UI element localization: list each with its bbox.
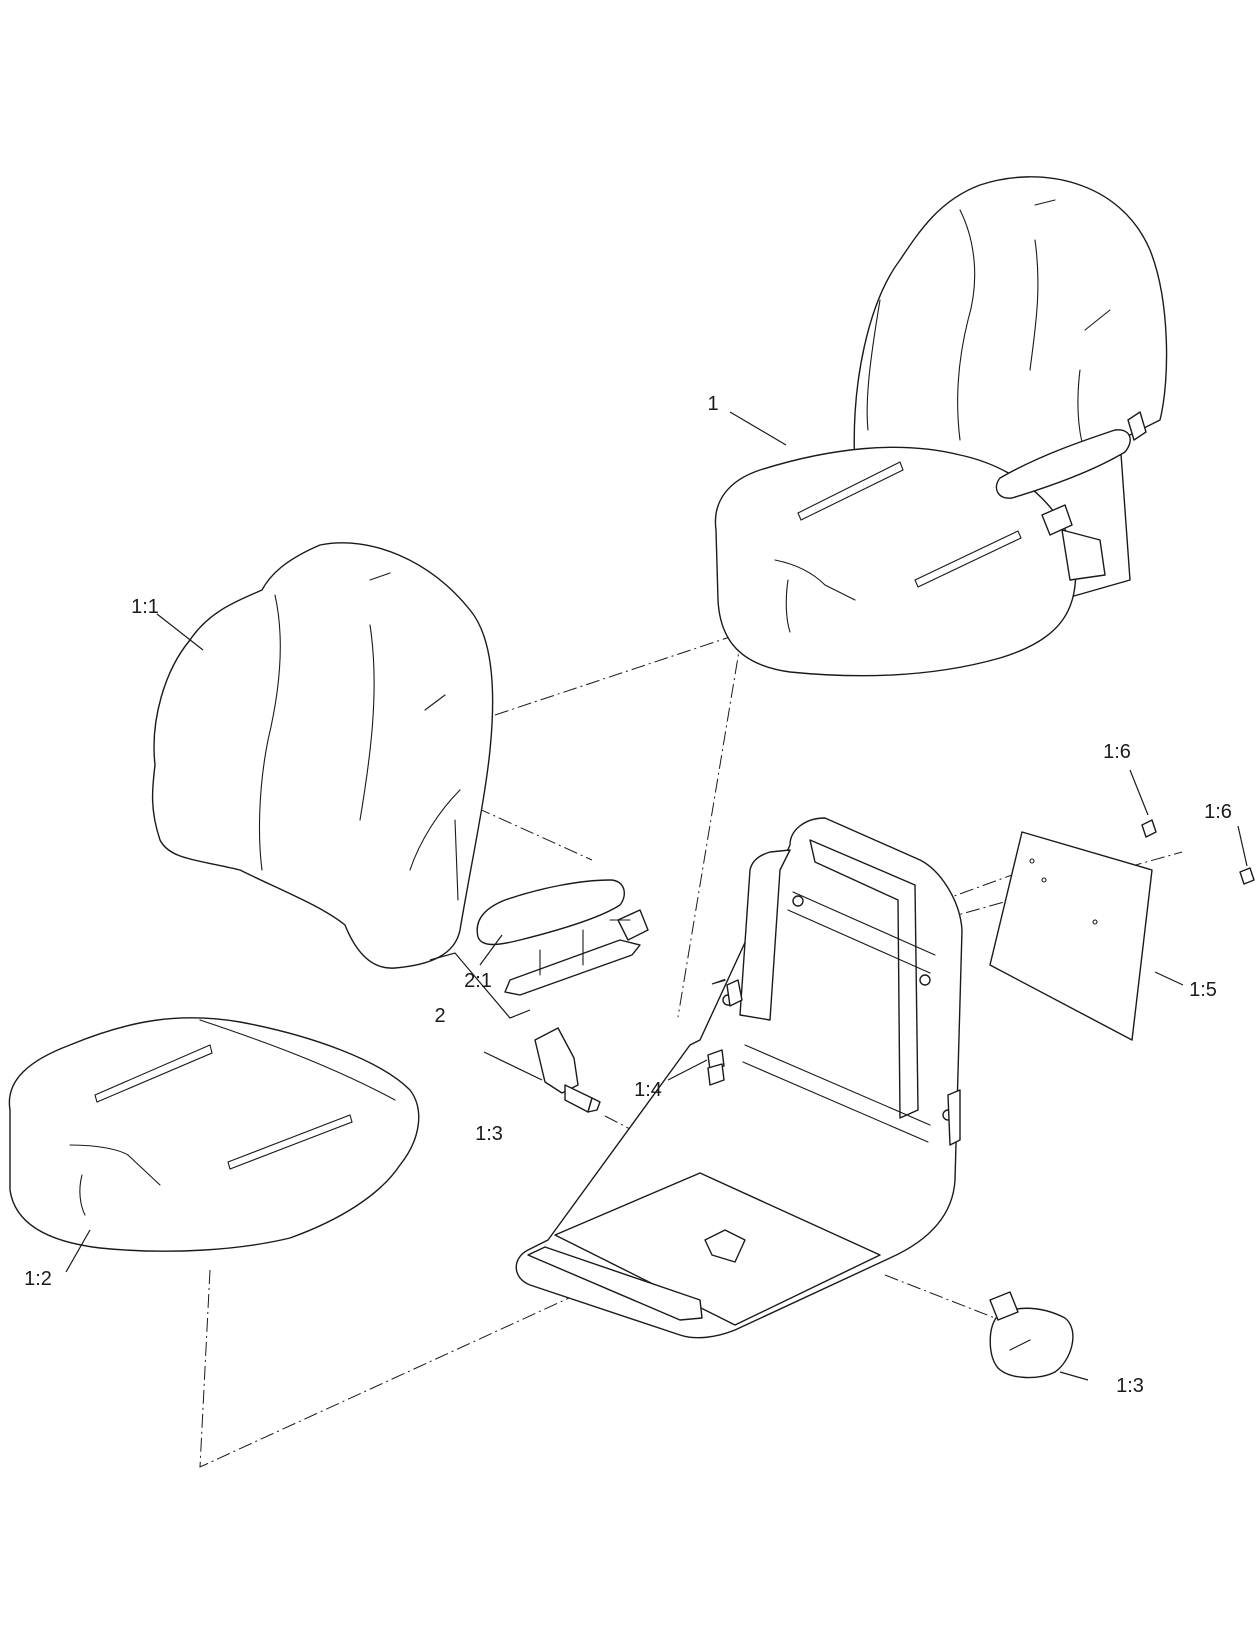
seat-switch bbox=[707, 1049, 725, 1086]
callout-1-4: 1:4 bbox=[634, 1079, 662, 1101]
seat-belt-buckle bbox=[534, 1027, 601, 1113]
seat-back-cushion bbox=[151, 542, 494, 969]
callout-1-2: 1:2 bbox=[24, 1268, 52, 1290]
callout-1-5: 1:5 bbox=[1189, 979, 1217, 1001]
fasteners bbox=[1141, 819, 1255, 885]
seat-bottom-cushion bbox=[8, 1017, 420, 1252]
back-plate bbox=[989, 831, 1153, 1041]
callout-2: 2 bbox=[434, 1005, 445, 1027]
callout-1-6-right: 1:6 bbox=[1204, 801, 1232, 823]
callout-1-6-upper: 1:6 bbox=[1103, 741, 1131, 763]
seat-frame bbox=[515, 817, 963, 1339]
callout-1-3-retractor: 1:3 bbox=[1116, 1375, 1144, 1397]
armrest bbox=[476, 879, 649, 996]
callout-1-3-buckle: 1:3 bbox=[475, 1123, 503, 1145]
seat-belt-retractor bbox=[989, 1291, 1074, 1379]
assembled-seat bbox=[714, 176, 1168, 677]
callout-2-1: 2:1 bbox=[464, 970, 492, 992]
callout-1: 1 bbox=[707, 393, 718, 415]
callout-labels: 1 1:1 1:2 1:3 1:3 1:4 1:5 1:6 1:6 2 2:1 bbox=[24, 393, 1232, 1397]
callout-leaders bbox=[65, 411, 1248, 1381]
callout-1-1: 1:1 bbox=[131, 596, 159, 618]
